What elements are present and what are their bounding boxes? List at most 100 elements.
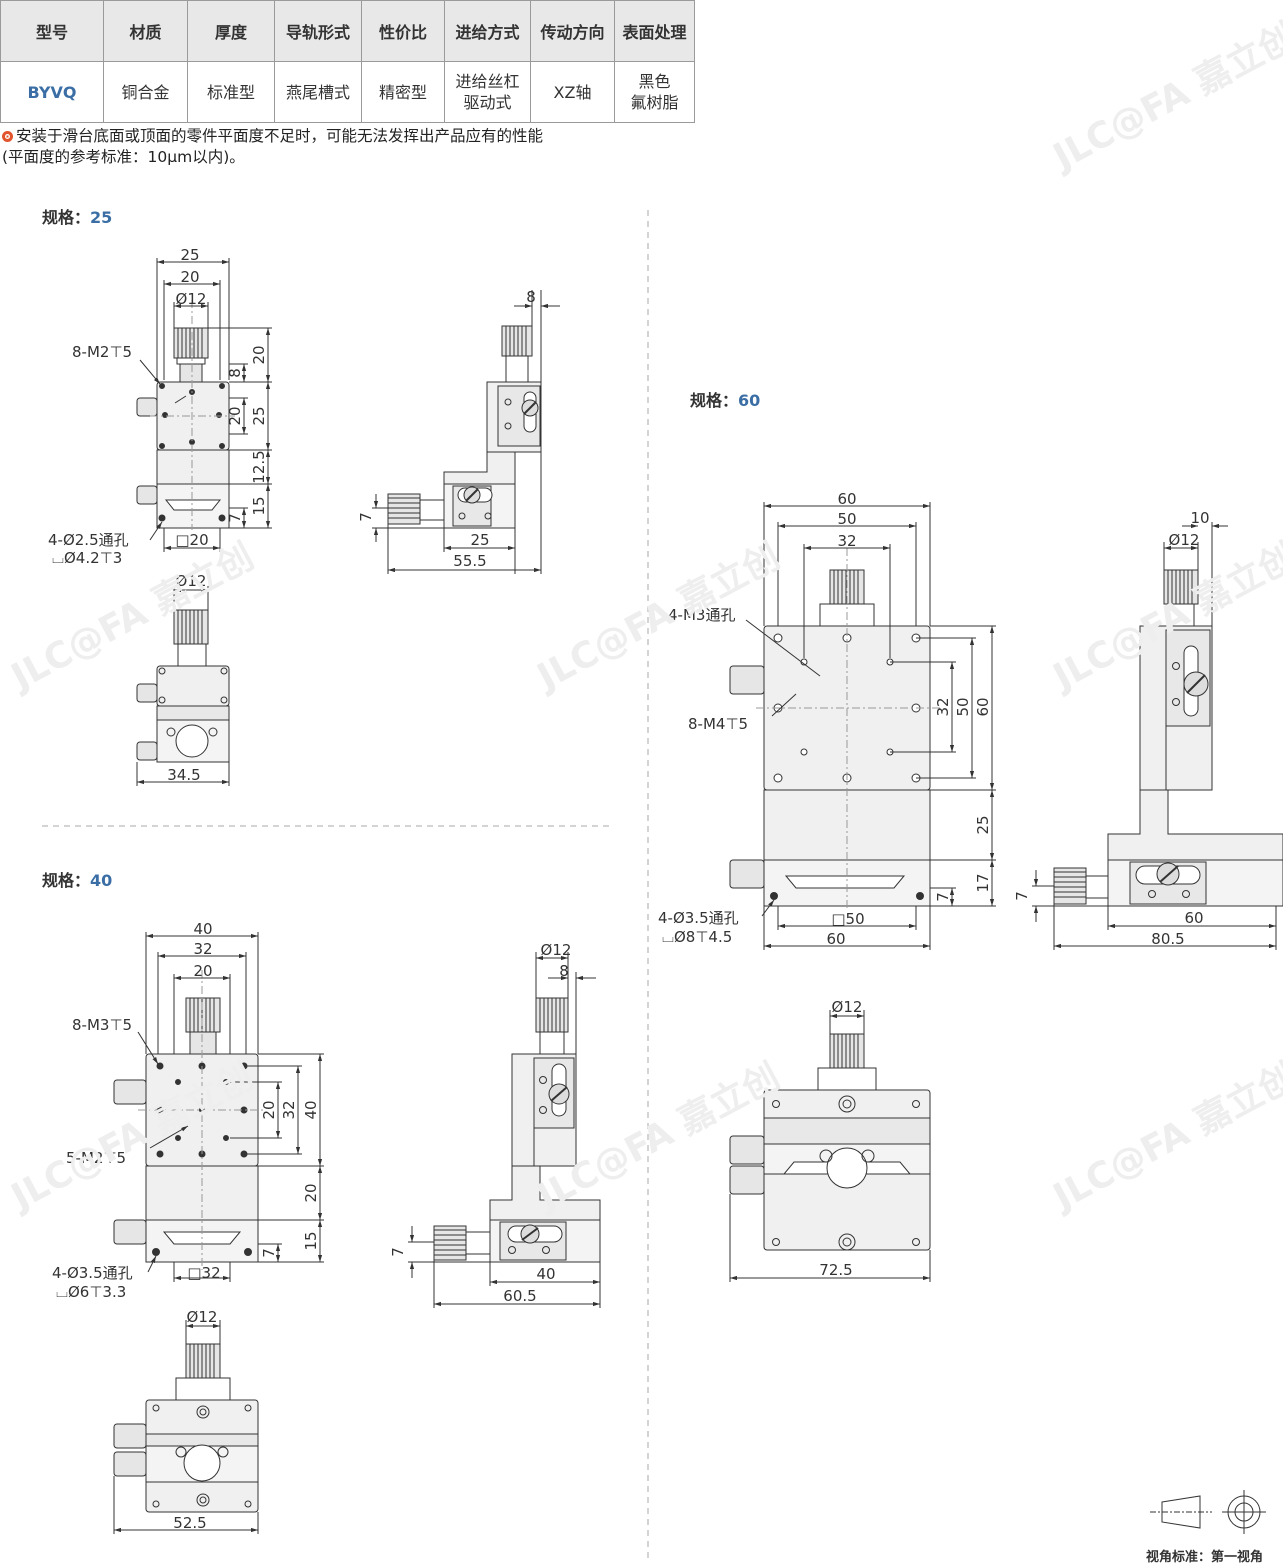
dim-25-v20b: 20 [226, 406, 244, 425]
header-value: 性价比 [361, 0, 445, 62]
dim-25-side-55: 55.5 [453, 552, 486, 570]
dim-60-side-7: 7 [1013, 891, 1031, 901]
spec40-front-labels: Ø12 52.5 [173, 1308, 217, 1532]
dim-60-v25: 25 [974, 815, 992, 834]
dim-40-v15: 15 [302, 1231, 320, 1250]
dim-25-square: □20 [175, 531, 208, 549]
dim-40-v32: 32 [280, 1100, 298, 1119]
svg-text:JLC@FA 嘉立创: JLC@FA 嘉立创 [1044, 16, 1283, 179]
dim-60-w50: 50 [837, 510, 856, 528]
dim-60-w32: 32 [837, 532, 856, 550]
dim-60-bottom-60: 60 [826, 930, 845, 948]
dim-60-through-holes: 4-Ø3.5通孔 [658, 909, 739, 927]
dim-25-side-25: 25 [470, 531, 489, 549]
dim-60-square: □50 [831, 910, 864, 928]
spec25-front-labels: Ø12 34.5 [167, 572, 206, 784]
spec25-top-view [136, 258, 272, 552]
dim-25-front-34: 34.5 [167, 766, 200, 784]
dim-60-v17: 17 [974, 873, 992, 892]
dim-40-v20b: 20 [302, 1183, 320, 1202]
dim-40-through-holes: 4-Ø3.5通孔 [52, 1264, 133, 1282]
dim-40-holes1: 8-M3⊤5 [72, 1016, 132, 1034]
view-standard-footer: 视角标准：第一视角 [1146, 1550, 1264, 1565]
spec60-top-labels: 60 50 32 4-M3通孔 8-M4⊤5 32 50 60 25 17 7 … [658, 490, 992, 948]
dim-40-counterbore: ⌴Ø6⊤3.3 [56, 1283, 126, 1301]
spec40-side-view [408, 952, 601, 1308]
header-direction: 传动方向 [530, 0, 615, 62]
dim-25-v12-5: 12.5 [250, 450, 268, 483]
spec40-top-labels: 40 32 20 8-M3⊤5 5-M2⊤5 20 32 40 20 15 7 … [52, 920, 320, 1301]
dim-60-side-10: 10 [1190, 509, 1209, 527]
dim-25-side-7: 7 [357, 512, 375, 522]
cell-surface: 黑色氟树脂 [614, 61, 695, 123]
dim-40-width: 40 [193, 920, 212, 938]
spec60-front-labels: Ø12 72.5 [819, 998, 862, 1279]
dim-40-square: □32 [187, 1264, 220, 1282]
dim-40-side-7: 7 [389, 1247, 407, 1257]
dim-60-holes1: 4-M3通孔 [668, 606, 735, 624]
dim-40-v7: 7 [260, 1248, 278, 1258]
cell-thickness: 标准型 [187, 61, 275, 123]
flatness-note: 安装于滑台底面或顶面的零件平面度不足时，可能无法发挥出产品应有的性能 (平面度的… [2, 126, 543, 168]
dim-60-side-12: Ø12 [1169, 531, 1200, 549]
dim-60-v50: 50 [954, 697, 972, 716]
spec40-side-labels: Ø12 8 7 40 60.5 [389, 941, 571, 1305]
dim-25-v25: 25 [250, 406, 268, 425]
spec25-top-labels: 25 20 Ø12 8-M2⊤5 20 8 20 25 12.5 15 7 4-… [48, 246, 268, 567]
dim-25-side-8: 8 [526, 288, 536, 306]
first-angle-projection-symbol [1150, 1490, 1266, 1534]
header-feed: 进给方式 [444, 0, 531, 62]
spec40-top-view [113, 932, 324, 1282]
header-model: 型号 [0, 0, 104, 62]
dim-40-w20: 20 [193, 962, 212, 980]
bullet-icon [2, 131, 13, 142]
dim-60-width: 60 [837, 490, 856, 508]
note-line2: (平面度的参考标准：10μm以内)。 [2, 148, 245, 166]
spec-label-40: 规格：40 [42, 871, 113, 890]
dim-25-through-holes: 4-Ø2.5通孔 [48, 531, 129, 549]
dim-40-v40: 40 [302, 1100, 320, 1119]
spec60-top-view [729, 502, 996, 950]
dim-40-w32: 32 [193, 940, 212, 958]
dim-60-counterbore: ⌴Ø8⊤4.5 [662, 928, 732, 946]
dim-40-v20: 20 [260, 1100, 278, 1119]
cell-direction: XZ轴 [530, 61, 615, 123]
dim-25-counterbore: ⌴Ø4.2⊤3 [52, 549, 122, 567]
table-header-row: 型号 材质 厚度 导轨形式 性价比 进给方式 传动方向 表面处理 [0, 0, 695, 62]
dim-25-v8: 8 [226, 368, 244, 378]
table-row: BYVQ 铜合金 标准型 燕尾槽式 精密型 进给丝杠驱动式 XZ轴 黑色氟树脂 [0, 61, 695, 123]
spec60-side-labels: 10 Ø12 7 60 80.5 [1013, 509, 1210, 948]
spec40-front-view [113, 1320, 259, 1534]
cell-material: 铜合金 [103, 61, 188, 123]
note-line1: 安装于滑台底面或顶面的零件平面度不足时，可能无法发挥出产品应有的性能 [16, 127, 544, 145]
dim-60-front-12: Ø12 [832, 998, 863, 1016]
dim-25-front-12: Ø12 [176, 572, 207, 590]
spec25-side-labels: 8 7 25 55.5 [357, 288, 536, 570]
spec60-front-view [729, 1010, 931, 1282]
dim-25-v20: 20 [250, 345, 268, 364]
header-surface: 表面处理 [614, 0, 695, 62]
dim-60-v32: 32 [934, 697, 952, 716]
dim-25-v15: 15 [250, 496, 268, 515]
spec60-side-view [1032, 522, 1283, 950]
cell-model: BYVQ [0, 61, 104, 123]
cell-rail: 燕尾槽式 [274, 61, 362, 123]
dim-40-holes2: 5-M2⊤5 [66, 1149, 126, 1167]
dim-60-holes2: 8-M4⊤5 [688, 715, 748, 733]
dim-25-holes-width: 20 [180, 268, 199, 286]
dim-25-holes-thread: 8-M2⊤5 [72, 343, 132, 361]
dim-60-v60: 60 [974, 697, 992, 716]
dim-40-side-12: Ø12 [541, 941, 572, 959]
dim-40-front-52: 52.5 [173, 1514, 206, 1532]
dim-60-side-60: 60 [1184, 909, 1203, 927]
cell-feed: 进给丝杠驱动式 [444, 61, 531, 123]
dim-40-side-60: 60.5 [503, 1287, 536, 1305]
dim-40-front-12: Ø12 [187, 1308, 218, 1326]
dim-40-side-8: 8 [559, 962, 569, 980]
dim-60-v7: 7 [934, 892, 952, 902]
spec-label-60: 规格：60 [690, 391, 761, 410]
cell-value: 精密型 [361, 61, 445, 123]
dim-25-v7: 7 [226, 513, 244, 523]
dim-60-side-80: 80.5 [1151, 930, 1184, 948]
